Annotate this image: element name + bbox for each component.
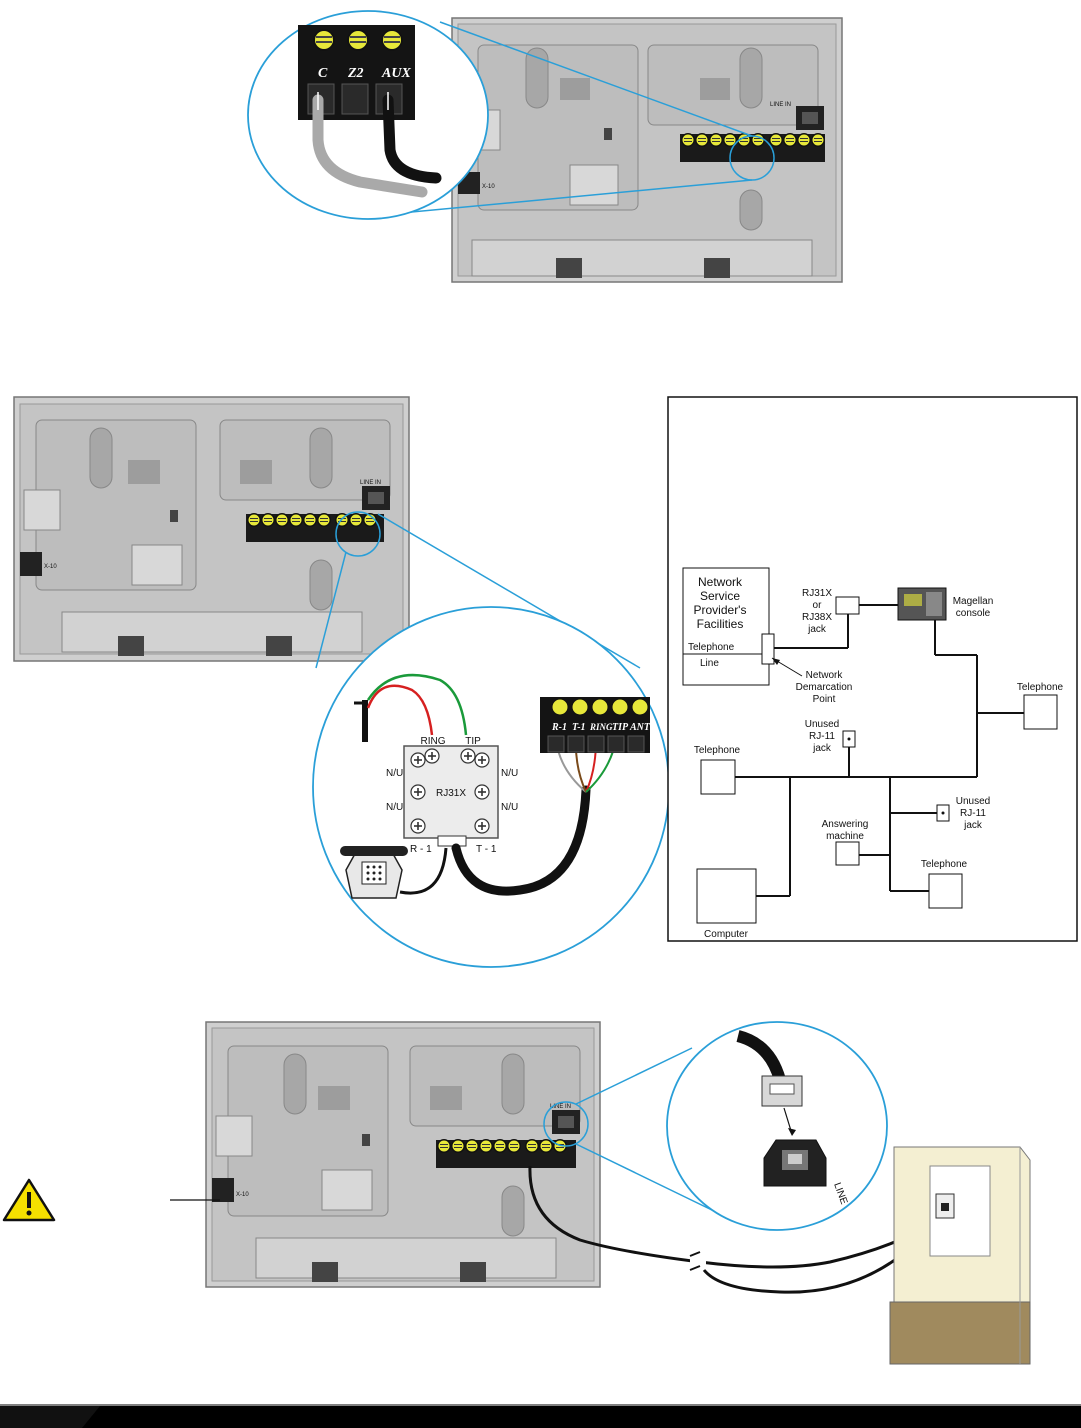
rj31x-t1-label: T - 1	[476, 844, 497, 855]
magellan-console-icon	[897, 587, 947, 621]
network-diagram: Network Service Provider's Facilities Te…	[667, 396, 1078, 942]
provider-line-1: Network	[698, 575, 743, 589]
rj-jack-line-3: RJ38X	[802, 612, 832, 623]
provider-line-3: Provider's	[694, 603, 747, 617]
warning-icon	[2, 1178, 56, 1222]
rj31x-r1-label: R - 1	[410, 844, 432, 855]
provider-line-2: Service	[700, 589, 740, 603]
fig3-x10-label: X-10	[236, 1192, 249, 1198]
unused-jack-1-line-2: RJ-11	[809, 731, 835, 742]
fig2-x10-label: X-10	[44, 564, 57, 570]
telephone-line-label-1: Telephone	[688, 642, 735, 653]
rj31x-nu-left-2: N/U	[386, 802, 403, 813]
fig2-line-in-label: LINE IN	[360, 480, 381, 486]
unused-jack-1-line-3: jack	[812, 743, 832, 754]
rj31x-nu-right-2: N/U	[501, 802, 518, 813]
rj31x-nu-right-1: N/U	[501, 768, 518, 779]
demarc-line-3: Point	[813, 694, 836, 705]
figure-2-callout: RJ31X RING TIP N/U N/U N/U N/U R - 1 T -…	[312, 513, 670, 968]
rj31x-nu-left-1: N/U	[386, 768, 403, 779]
rj31x-title: RJ31X	[436, 788, 466, 799]
svg-text:X-10: X-10	[482, 184, 495, 190]
telephone-label-bottom: Telephone	[921, 859, 968, 870]
figure-2-panel: X-10 LINE IN	[13, 396, 410, 662]
figure-3-panel: X-10 LINE IN	[205, 1021, 601, 1288]
fig1-terminal-z2: Z2	[347, 66, 364, 81]
unused-jack-2-line-2: RJ-11	[960, 808, 986, 819]
fig2-terminal-t1: T-1	[572, 722, 586, 733]
fig1-terminal-aux: AUX	[381, 66, 411, 81]
unused-jack-1-line-1: Unused	[805, 719, 839, 730]
figure-1-callout: C Z2 AUX	[247, 10, 753, 220]
demarc-line-2: Demarcation	[796, 682, 853, 693]
console-label-1: Magellan	[953, 596, 994, 607]
telephone-label-right: Telephone	[1017, 682, 1064, 693]
figure-1-panel: X-10 LINE IN	[451, 17, 843, 283]
fig2-terminal-ant: ANT	[629, 722, 651, 733]
console-label-2: console	[956, 608, 991, 619]
fig2-terminal-tip: TIP	[612, 722, 629, 733]
rj-jack-line-2: or	[813, 600, 823, 611]
unused-jack-2-line-1: Unused	[956, 796, 990, 807]
rj-jack-line-1: RJ31X	[802, 588, 832, 599]
footer-bar	[0, 1404, 1081, 1428]
rj-jack-line-4: jack	[807, 624, 827, 635]
rj31x-ring-label: RING	[421, 736, 446, 747]
answering-line-1: Answering	[822, 819, 869, 830]
fig2-terminal-ring: RING	[589, 722, 613, 732]
telephone-icon	[340, 846, 408, 899]
fig1-line-in-label: LINE IN	[770, 102, 791, 108]
provider-line-4: Facilities	[697, 617, 744, 631]
unused-jack-2-line-3: jack	[963, 820, 983, 831]
computer-label: Computer	[704, 929, 749, 940]
demarc-line-1: Network	[806, 670, 844, 681]
telephone-label-left: Telephone	[694, 745, 741, 756]
answering-line-2: machine	[826, 831, 864, 842]
fig1-terminal-c: C	[318, 66, 328, 81]
figure-3-callout: LINE	[575, 1021, 888, 1231]
wall-plate	[889, 1146, 1031, 1365]
rj31x-tip-label: TIP	[465, 736, 481, 747]
telephone-line-label-2: Line	[700, 658, 719, 669]
fig3-line-in-label: LINE IN	[550, 1104, 571, 1110]
fig2-terminal-r1: R-1	[551, 722, 567, 733]
